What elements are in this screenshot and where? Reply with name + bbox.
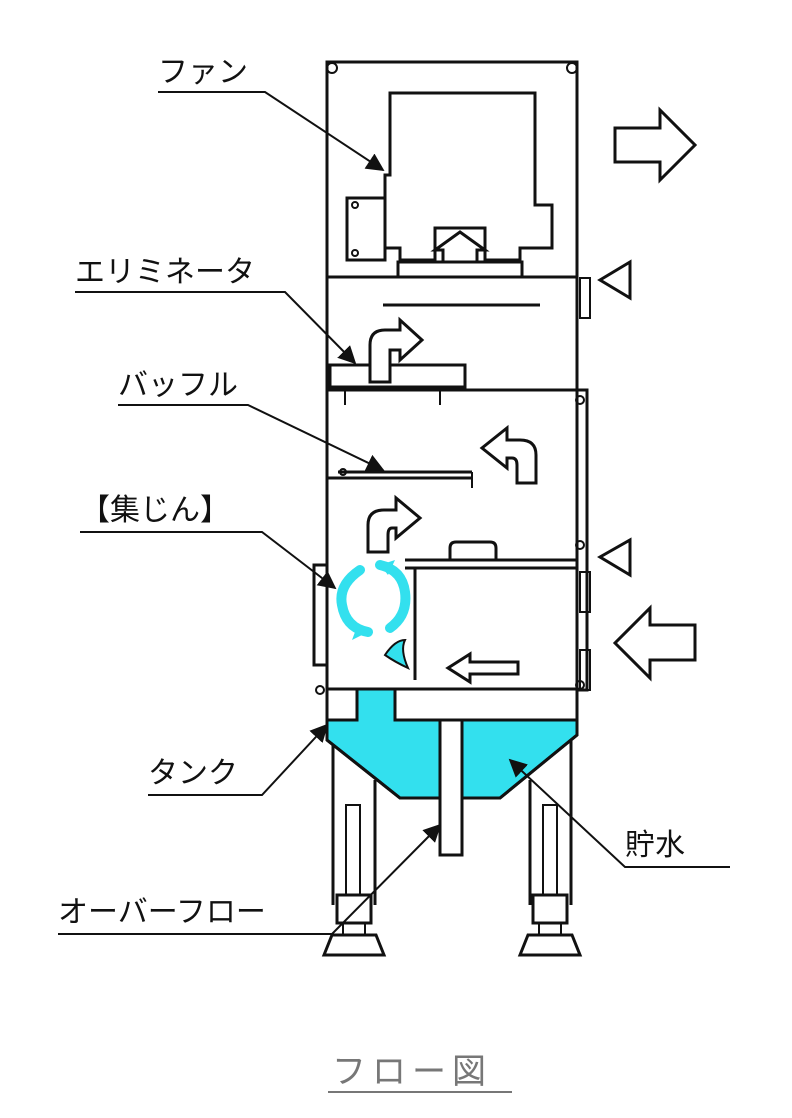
label-eliminator-text: エリミネータ [75, 255, 255, 290]
label-water: 貯水 [508, 758, 730, 868]
left-arrow-icon [445, 651, 520, 685]
legs [321, 740, 583, 957]
up-arrow-icon [430, 230, 490, 264]
label-eliminator: エリミネータ [75, 255, 357, 365]
eliminator-unit [328, 303, 540, 389]
baffle-unit [338, 424, 538, 488]
dust-collection-unit [336, 494, 577, 685]
label-baffle: バッフル [118, 368, 385, 472]
label-dust: 【集じん】 [80, 493, 337, 590]
label-overflow: オーバーフロー [58, 823, 442, 935]
label-water-text: 貯水 [625, 828, 685, 863]
left-arrow-icon [612, 604, 697, 682]
tank-unit [325, 687, 579, 857]
curved-arrow-icon [368, 316, 425, 384]
triangle-marker-icon [597, 259, 632, 301]
caption-text: フロー図 [332, 1052, 492, 1092]
label-baffle-text: バッフル [118, 368, 238, 403]
flow-arrows [579, 106, 698, 691]
curved-arrow-icon [479, 424, 538, 485]
label-fan: ファン [158, 55, 385, 171]
fan-unit [327, 91, 577, 279]
triangle-marker-icon [597, 537, 632, 578]
label-tank: タンク [148, 723, 329, 796]
label-tank-text: タンク [148, 756, 238, 791]
caption: フロー図 [328, 1052, 512, 1093]
curved-arrow-icon [366, 494, 423, 554]
label-dust-text: 【集じん】 [80, 493, 230, 528]
label-fan-text: ファン [158, 55, 248, 90]
label-overflow-text: オーバーフロー [58, 895, 266, 930]
right-arrow-icon [613, 106, 698, 184]
housing [312, 60, 589, 695]
